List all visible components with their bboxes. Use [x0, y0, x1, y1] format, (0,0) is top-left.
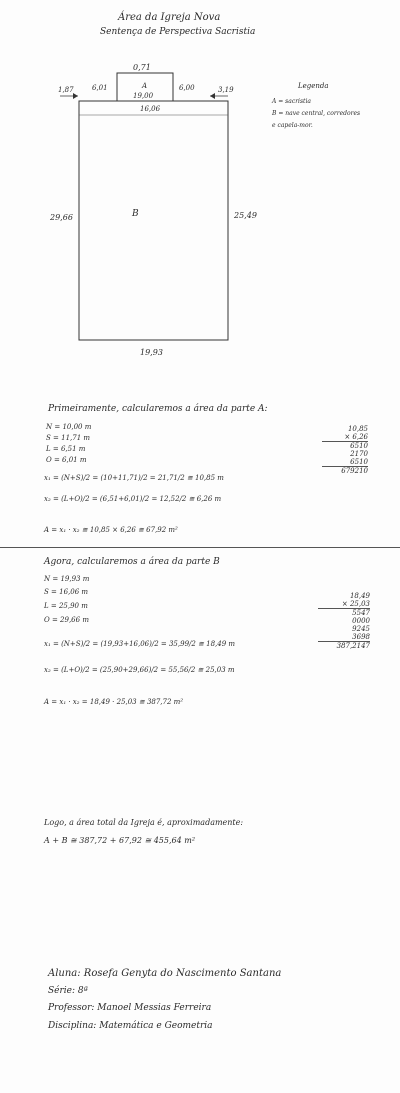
page-title: Área da Igreja Nova: [118, 12, 221, 23]
part-a-s: S = 11,71 m: [46, 434, 91, 442]
part-a-intro: Primeiramente, calcularemos a área da pa…: [48, 404, 268, 414]
label-part-a: A: [141, 82, 147, 90]
part-a-n: N = 10,00 m: [46, 423, 92, 431]
calc-line: 9245: [352, 625, 370, 633]
part-b-multiplication: 18,49 × 25,03 5547 0000 9245 3698 387,21…: [318, 592, 370, 650]
label-part-b: B: [131, 209, 139, 219]
label-right-side: 25,49: [233, 211, 257, 220]
label-corner-left: 1,87: [58, 86, 74, 94]
calc-line: × 25,03: [318, 600, 370, 609]
part-a-x1: x₁ = (N+S)/2 = (10+11,71)/2 = 21,71/2 ≅ …: [44, 474, 224, 482]
calc-line: 3698: [318, 633, 370, 642]
calc-line: 18,49: [349, 592, 370, 600]
part-a-rectangle: [116, 72, 174, 102]
part-a-area: A = x₁ · x₂ ≅ 10,85 × 6,26 ≅ 67,92 m²: [44, 526, 178, 534]
legend-title: Legenda: [297, 82, 329, 90]
label-inner-top: 16,06: [140, 105, 161, 113]
part-b-intro: Agora, calcularemos a área da parte B: [44, 557, 220, 567]
part-b-o: O = 29,66 m: [44, 616, 89, 624]
part-a-x2: x₂ = (L+O)/2 = (6,51+6,01)/2 = 12,52/2 ≅…: [44, 495, 222, 503]
label-part-a-value: 19,00: [133, 92, 154, 100]
section-divider: [0, 547, 400, 548]
part-b-outline: [78, 100, 229, 341]
calc-line: 2170: [350, 450, 368, 458]
part-b-area: A = x₁ · x₂ = 18,49 · 25,03 ≅ 387,72 m²: [44, 698, 184, 706]
label-top-right-gap: 6,00: [179, 84, 195, 92]
label-left-side: 29,66: [49, 213, 73, 222]
teacher-name: Professor: Manoel Messias Ferreira: [48, 1003, 212, 1013]
student-name: Aluna: Rosefa Genyta do Nascimento Santa…: [48, 968, 282, 979]
calc-line: 6510: [322, 458, 368, 467]
legend-b: B = nave central, corredores: [271, 110, 360, 117]
label-top-left-gap: 6,01: [92, 84, 108, 92]
part-a-multiplication: 10,85 × 6,26 6510 2170 6510 679210: [322, 425, 368, 475]
legend-a: A = sacristia: [271, 98, 311, 105]
subject-name: Disciplina: Matemática e Geometria: [48, 1021, 213, 1031]
part-b-l: L = 25,90 m: [44, 602, 88, 610]
calc-line: × 6,26: [322, 433, 368, 442]
part-b-x2: x₂ = (L+O)/2 = (25,90+29,66)/2 = 55,56/2…: [44, 666, 235, 674]
legend-b2: e capela-mor.: [272, 122, 313, 129]
calc-line: 10,85: [347, 425, 368, 433]
calc-line: 0000: [352, 617, 370, 625]
total-line-1: Logo, a área total da Igreja é, aproxima…: [44, 818, 244, 827]
label-corner-right: 3,19: [218, 86, 234, 94]
part-a-l: L = 6,51 m: [46, 445, 86, 453]
part-b-x1: x₁ = (N+S)/2 = (19,93+16,06)/2 = 35,99/2…: [44, 640, 236, 648]
calc-line: 6510: [350, 442, 368, 450]
floor-plan-diagram: 0,71 6,01 6,00 A 19,00 16,06 1,87 3,19 2…: [49, 63, 360, 357]
label-bottom-side: 19,93: [140, 348, 163, 357]
part-a-o: O = 6,01 m: [46, 456, 87, 464]
calc-line: 387,2147: [336, 642, 370, 650]
part-b-n: N = 19,93 m: [44, 575, 90, 583]
label-top-outer: 0,71: [133, 63, 151, 72]
total-line-2: A + B ≅ 387,72 + 67,92 ≅ 455,64 m²: [44, 836, 196, 845]
calc-line: 679210: [341, 467, 368, 475]
calc-line: 5547: [352, 609, 370, 617]
page-subtitle: Sentença de Perspectiva Sacristia: [100, 27, 256, 37]
part-b-s: S = 16,06 m: [44, 588, 89, 596]
student-grade: Série: 8ª: [48, 986, 88, 996]
